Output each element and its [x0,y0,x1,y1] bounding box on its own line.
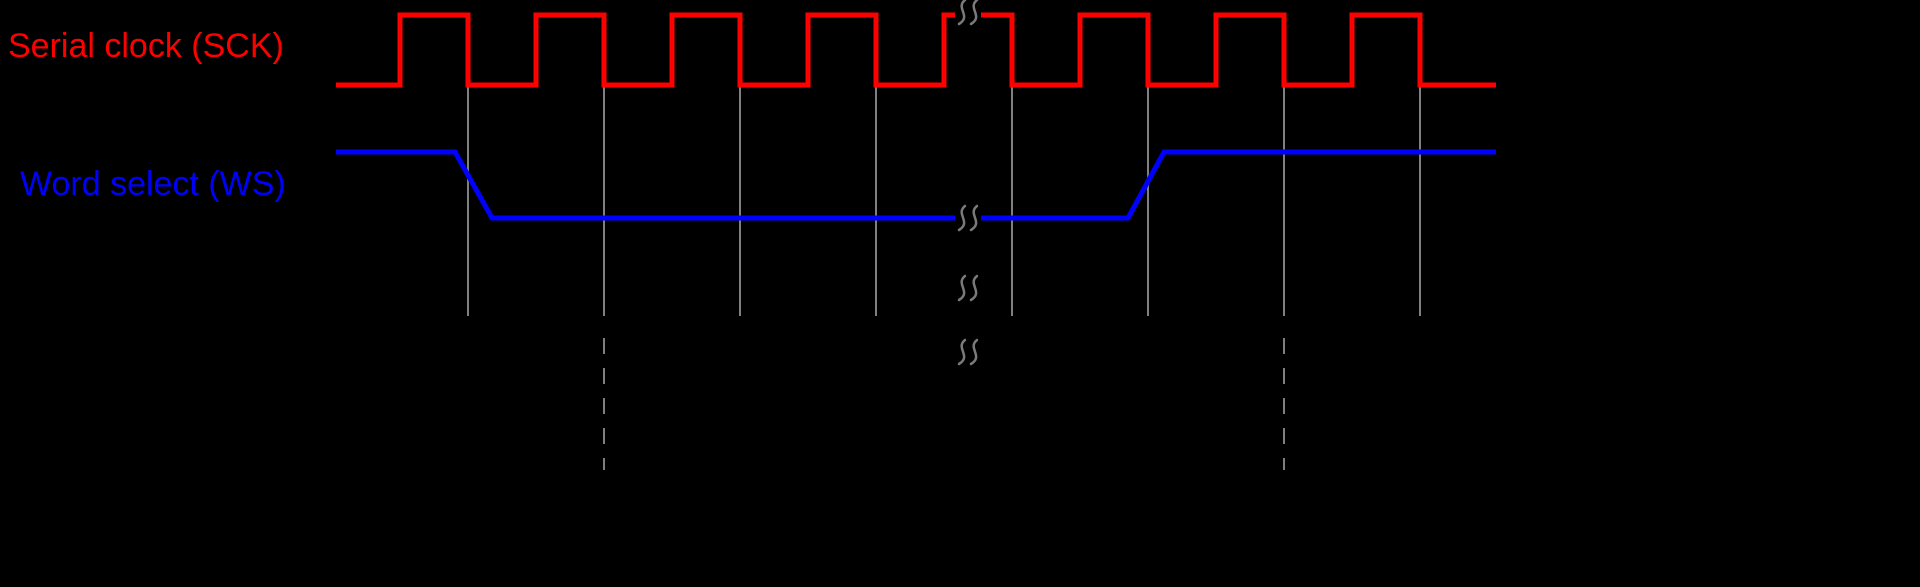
ws-label: Word select (WS) [20,165,286,203]
sck-label: Serial clock (SCK) [8,27,284,65]
